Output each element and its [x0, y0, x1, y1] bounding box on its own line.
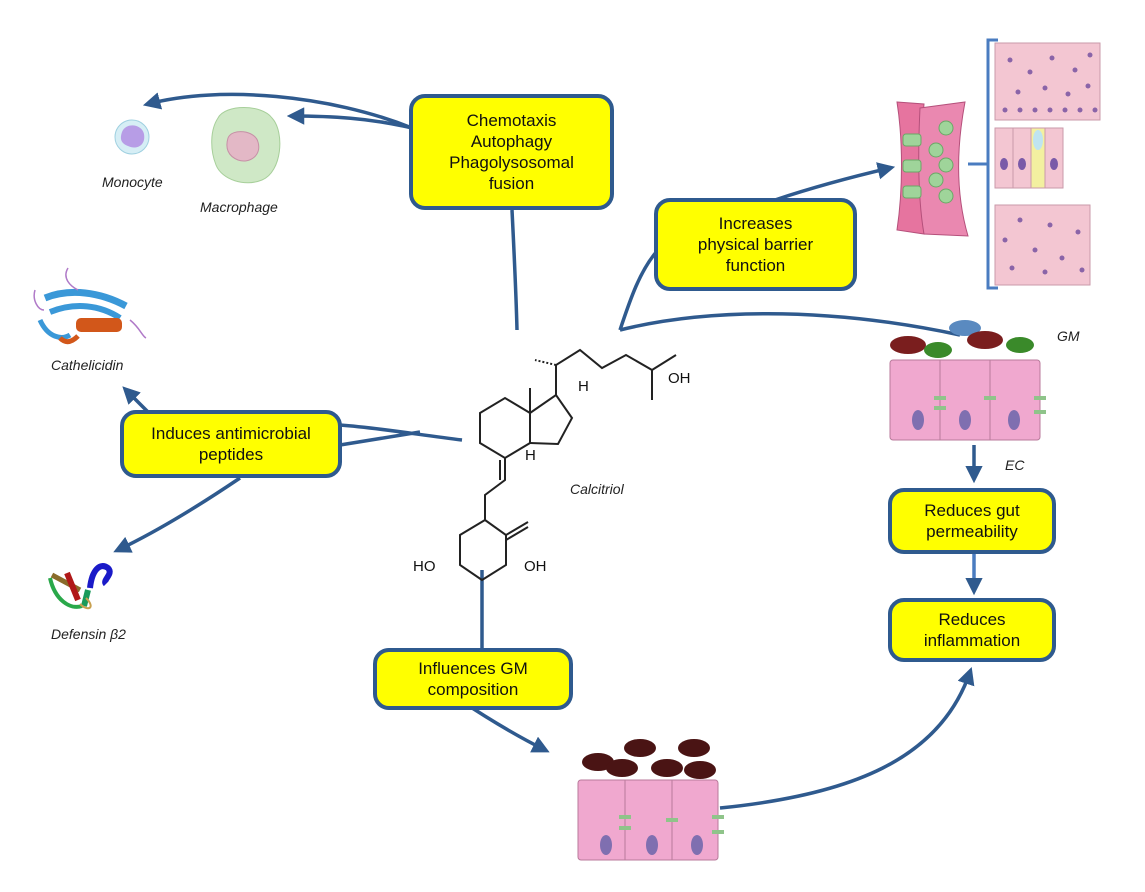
macrophage-icon	[211, 107, 281, 184]
arrow-to-macrophage	[286, 107, 413, 130]
box-physical-barrier: Increases physical barrier function	[654, 198, 857, 291]
line-chemotaxis-to-calcitriol	[510, 209, 519, 331]
atom-oh-ring: OH	[524, 558, 547, 575]
box-gm-composition: Influences GM composition	[373, 648, 573, 710]
atom-oh-sidechain: OH	[668, 370, 691, 387]
box-chemotaxis-autophagy: Chemotaxis Autophagy Phagolysosomal fusi…	[409, 94, 614, 210]
arrow-to-monocyte	[142, 92, 413, 130]
line-antimicrobial-to-calcitriol	[339, 423, 463, 442]
label-monocyte: Monocyte	[102, 174, 163, 190]
box-inflammation: Reduces inflammation	[888, 598, 1056, 662]
tight-junction-icon	[896, 101, 969, 237]
line-calcitriol-to-barrier	[618, 248, 660, 331]
line-antimicrobial-branch	[339, 430, 421, 447]
monocyte-icon	[114, 119, 150, 155]
tissue-bracket	[968, 38, 998, 290]
epithelium-panels	[994, 42, 1101, 286]
label-cathelicidin: Cathelicidin	[51, 357, 124, 373]
label-gm: GM	[1057, 328, 1080, 344]
label-macrophage: Macrophage	[200, 199, 278, 215]
arrow-to-defensin	[113, 476, 241, 553]
label-ec: EC	[1005, 457, 1025, 473]
gut-epithelium-dysbiotic	[577, 739, 724, 861]
box-gut-permeability: Reduces gut permeability	[888, 488, 1056, 554]
gut-epithelium-balanced	[889, 320, 1046, 441]
box-antimicrobial-peptides: Induces antimicrobial peptides	[120, 410, 342, 478]
label-defensin: Defensin β2	[51, 626, 126, 642]
atom-h-lower: H	[525, 447, 536, 464]
defensin-icon	[48, 563, 113, 610]
arrow-to-barrier-tissue	[774, 162, 896, 202]
cathelicidin-icon	[33, 267, 147, 345]
line-calcitriol-to-gm	[619, 312, 961, 337]
atom-ho-ring: HO	[413, 558, 436, 575]
calcitriol-structure	[459, 348, 677, 582]
atom-h-upper: H	[578, 378, 589, 395]
label-calcitriol: Calcitriol	[570, 481, 624, 497]
arrow-gut-cells-to-inflammation	[719, 667, 975, 810]
